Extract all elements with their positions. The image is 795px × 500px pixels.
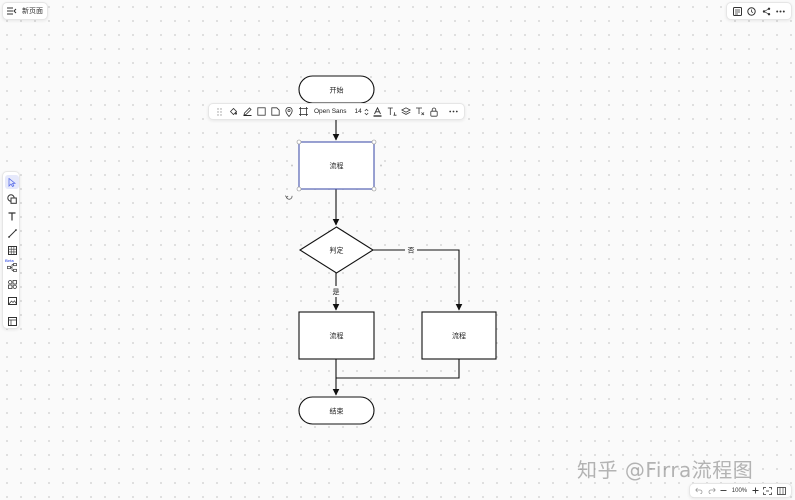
fit-icon[interactable]: [763, 486, 773, 495]
menu-collapse-icon[interactable]: [7, 7, 17, 15]
layer-icon[interactable]: [399, 105, 413, 119]
redo-icon[interactable]: [708, 487, 716, 494]
frame-icon[interactable]: [296, 105, 310, 119]
watermark: 知乎 @Firra流程图: [577, 458, 754, 482]
branch-label-yes: 是: [333, 288, 340, 296]
select-icon: [8, 177, 16, 187]
connector-process3-to-end[interactable]: [336, 359, 460, 379]
end-node-label: 结束: [330, 407, 344, 416]
page-title-bar: 新页面: [2, 2, 48, 20]
process-node-2[interactable]: [298, 311, 375, 360]
link-icon[interactable]: [282, 105, 296, 119]
fill-icon[interactable]: [226, 105, 240, 119]
decision-node[interactable]: [298, 226, 375, 274]
line-tool[interactable]: [5, 226, 19, 240]
selection-box: [298, 141, 375, 190]
mindmap-icon: [7, 262, 17, 272]
history-icon[interactable]: [747, 6, 756, 16]
template-tool[interactable]: [5, 314, 19, 328]
connector-decision-no[interactable]: [373, 249, 463, 311]
decision-node-label: 判定: [330, 246, 344, 255]
select-tool[interactable]: [5, 175, 19, 189]
more-icon[interactable]: [776, 10, 786, 13]
lock-icon[interactable]: [427, 105, 441, 119]
mindmap-tool[interactable]: [5, 260, 19, 274]
branch-label-no: 否: [408, 247, 415, 255]
outline-icon[interactable]: [732, 6, 742, 16]
process-node-3[interactable]: [421, 311, 497, 360]
minimap-icon[interactable]: [776, 486, 786, 495]
image-tool[interactable]: [5, 294, 19, 308]
table-tool[interactable]: [5, 243, 19, 257]
page-title[interactable]: 新页面: [22, 8, 43, 15]
process-node-3-label: 流程: [452, 331, 466, 340]
left-toolbar: Beta: [2, 171, 20, 329]
start-node-label: 开始: [330, 86, 344, 95]
image-icon: [7, 297, 17, 305]
top-actions: [726, 2, 792, 20]
table-icon: [7, 245, 17, 255]
font-family-select[interactable]: Open Sans: [314, 108, 347, 115]
stroke-color-icon[interactable]: [240, 105, 254, 119]
font-color-icon[interactable]: [371, 105, 385, 119]
end-node[interactable]: [298, 396, 375, 425]
components-icon: [7, 279, 17, 289]
rotate-icon[interactable]: [285, 195, 293, 200]
zoom-out-icon[interactable]: [720, 489, 727, 492]
font-size-stepper-icon[interactable]: [363, 105, 371, 119]
shape-style-icon[interactable]: [268, 105, 282, 119]
template-icon: [7, 316, 17, 326]
side-connection-points[interactable]: [291, 164, 382, 167]
shapes-icon: [7, 194, 17, 204]
text-format-icon[interactable]: [385, 105, 399, 119]
components-tool[interactable]: [5, 277, 19, 291]
format-toolbar: Open Sans 14: [208, 103, 465, 120]
beta-badge: Beta: [5, 258, 14, 263]
zoom-in-icon[interactable]: [752, 487, 759, 494]
line-icon: [7, 228, 17, 238]
shapes-tool[interactable]: [5, 192, 19, 206]
selection-handles[interactable]: [296, 139, 377, 192]
drag-handle-icon[interactable]: [212, 105, 226, 119]
border-style-icon[interactable]: [254, 105, 268, 119]
zoom-level[interactable]: 100%: [731, 487, 748, 494]
undo-icon[interactable]: [695, 487, 703, 494]
font-size-input[interactable]: 14: [354, 108, 362, 115]
text-tool[interactable]: [5, 209, 19, 223]
process-node-2-label: 流程: [330, 331, 344, 340]
process-node-1-label: 流程: [330, 161, 344, 170]
clear-format-icon[interactable]: [413, 105, 427, 119]
more-icon[interactable]: [447, 105, 461, 119]
zoom-controls: 100%: [689, 483, 792, 498]
share-icon[interactable]: [762, 7, 771, 16]
text-icon: [8, 211, 16, 221]
